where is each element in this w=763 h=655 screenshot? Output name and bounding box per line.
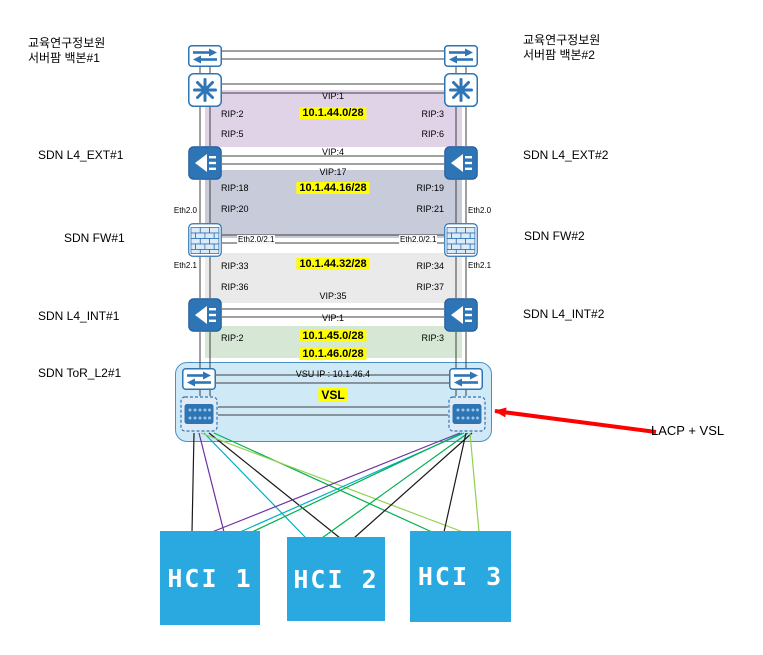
vip-fwin-bottom: VIP:35 <box>319 291 347 301</box>
vss-stack-1-icon <box>180 396 218 432</box>
hci-1-box: HCI 1 <box>160 531 260 625</box>
vip-int-top: VIP:1 <box>321 313 345 323</box>
rip-ext-bottom-left: RIP:5 <box>221 129 244 139</box>
subnet-fwin: 10.1.44.32/28 <box>296 258 370 270</box>
fw-2-label: SDN FW#2 <box>524 229 585 243</box>
lacp-vsl-arrow <box>494 407 657 434</box>
rip-fwin-top-right: RIP:34 <box>416 261 444 271</box>
backbone-switch-2-icon <box>444 45 478 67</box>
l4-int-2-label: SDN L4_INT#2 <box>523 307 605 321</box>
fw-if-left: Eth2.0/2.1 <box>237 235 276 244</box>
l4-int-2-icon <box>444 298 478 332</box>
tor-l2-label: SDN ToR_L2#1 <box>38 366 122 380</box>
hci-3-box: HCI 3 <box>410 531 511 622</box>
fw-if-right: Eth2.0/2.1 <box>399 235 438 244</box>
rip-fwout-top-left: RIP:18 <box>221 183 249 193</box>
hci-uplink-lines <box>191 432 480 539</box>
eth21-right: Eth2.1 <box>468 261 492 270</box>
hci-2-label: HCI 2 <box>293 564 379 594</box>
vip-ext-bottom: VIP:4 <box>321 147 345 157</box>
tor-switch-1-icon <box>182 368 216 390</box>
hci-2-box: HCI 2 <box>287 537 385 621</box>
vsl-label: VSL <box>318 388 348 402</box>
backbone-title-1: 교육연구정보원 서버팜 백본#1 <box>28 36 105 66</box>
subnet-int-1: 10.1.45.0/28 <box>299 330 367 342</box>
backbone-title-2-line1: 교육연구정보원 <box>523 33 601 47</box>
subnet-ext: 10.1.44.0/28 <box>299 107 367 119</box>
eth20-right: Eth2.0 <box>468 206 492 215</box>
rip-ext-bottom-right: RIP:6 <box>421 129 444 139</box>
l4-int-1-label: SDN L4_INT#1 <box>38 309 120 323</box>
l4-int-1-icon <box>188 298 222 332</box>
lacp-vsl-annotation: LACP + VSL <box>651 423 725 438</box>
eth20-left: Eth2.0 <box>173 206 197 215</box>
fw-1-label: SDN FW#1 <box>64 231 125 245</box>
backbone-router-2-icon <box>444 73 478 107</box>
vip-fwout-top: VIP:17 <box>319 167 347 177</box>
vip-ext-top: VIP:1 <box>321 91 345 101</box>
l4-ext-2-icon <box>444 146 478 180</box>
l4-ext-1-label: SDN L4_EXT#1 <box>38 148 124 162</box>
hci-3-label: HCI 3 <box>417 562 504 591</box>
rip-fwin-bottom-left: RIP:36 <box>221 282 249 292</box>
subnet-fwout: 10.1.44.16/28 <box>296 182 370 194</box>
backbone-title-2: 교육연구정보원 서버팜 백본#2 <box>523 33 600 63</box>
rip-fwin-bottom-right: RIP:37 <box>416 282 444 292</box>
rip-ext-top-left: RIP:2 <box>221 109 244 119</box>
rip-int-left: RIP:2 <box>221 333 244 343</box>
firewall-2-icon <box>444 223 478 257</box>
rip-fwin-top-left: RIP:33 <box>221 261 249 271</box>
hci-1-label: HCI 1 <box>167 563 253 593</box>
backbone-title-1-line2: 서버팜 백본#1 <box>28 51 100 65</box>
vsu-ip-label: VSU IP : 10.1.46.4 <box>295 369 371 379</box>
l4-ext-2-label: SDN L4_EXT#2 <box>523 148 609 162</box>
rip-int-right: RIP:3 <box>421 333 444 343</box>
rip-fwout-top-right: RIP:19 <box>416 183 444 193</box>
backbone-title-1-line1: 교육연구정보원 <box>28 36 106 50</box>
eth21-left: Eth2.1 <box>173 261 197 270</box>
backbone-title-2-line2: 서버팜 백본#2 <box>523 48 595 62</box>
l4-ext-1-icon <box>188 146 222 180</box>
backbone-router-1-icon <box>188 73 222 107</box>
subnet-int-2: 10.1.46.0/28 <box>299 348 367 360</box>
rip-fwout-bottom-right: RIP:21 <box>416 204 444 214</box>
firewall-1-icon <box>188 223 222 257</box>
tor-switch-2-icon <box>449 368 483 390</box>
rip-ext-top-right: RIP:3 <box>421 109 444 119</box>
backbone-switch-1-icon <box>188 45 222 67</box>
segment-band-firewall-outside <box>205 170 462 238</box>
vss-stack-2-icon <box>448 396 486 432</box>
rip-fwout-bottom-left: RIP:20 <box>221 204 249 214</box>
